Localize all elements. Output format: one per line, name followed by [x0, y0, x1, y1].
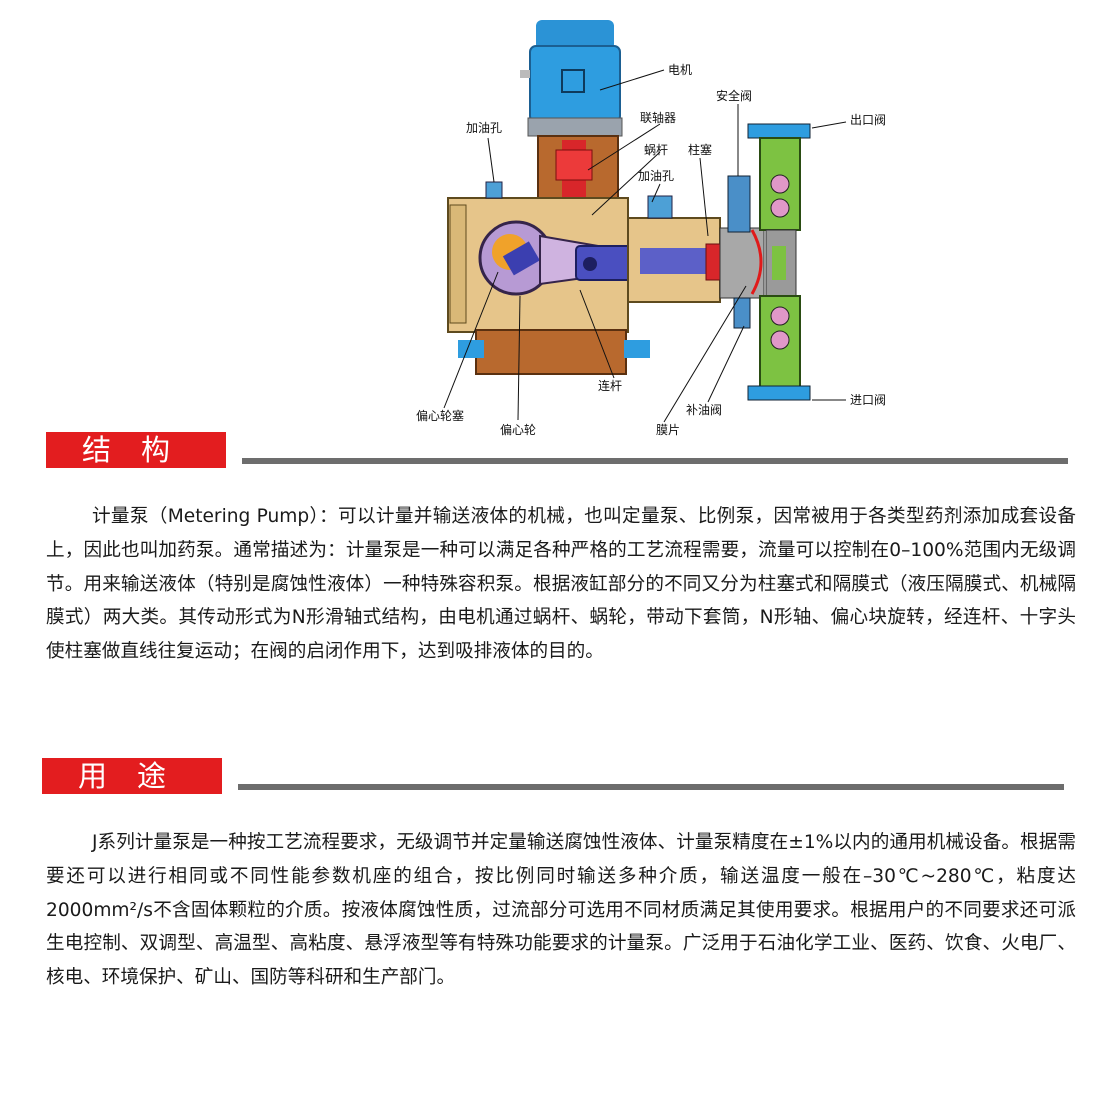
label-oil-hole-left: 加油孔 — [466, 121, 502, 135]
leader-lines — [443, 69, 847, 423]
structure-section-header: 结构 — [46, 432, 1072, 468]
label-outlet-valve: 出口阀 — [850, 113, 886, 127]
usage-section-header: 用途 — [42, 758, 1068, 794]
metering-pump-cutaway-diagram: 电机 加油孔 联轴器 蜗杆 安全阀 柱塞 加油孔 出口阀 连杆 偏心轮塞 偏心轮… — [416, 20, 886, 437]
label-diaphragm: 膜片 — [656, 423, 680, 437]
structure-title: 结构 — [46, 432, 226, 468]
usage-title: 用途 — [42, 758, 222, 794]
structure-paragraph: 计量泵（Metering Pump）：可以计量并输送液体的机械，也叫定量泵、比例… — [46, 506, 1076, 663]
plunger-housing — [627, 175, 765, 329]
label-connecting-rod: 连杆 — [598, 378, 622, 393]
label-worm: 蜗杆 — [644, 142, 668, 157]
usage-divider — [238, 784, 1064, 790]
structure-divider — [242, 458, 1068, 464]
motor-illustration — [520, 20, 623, 137]
usage-paragraph: J系列计量泵是一种按工艺流程要求，无级调节并定量输送腐蚀性液体、计量泵精度在±1… — [46, 832, 1076, 989]
label-oil-hole-mid: 加油孔 — [638, 169, 674, 183]
label-safety-valve: 安全阀 — [716, 88, 752, 103]
label-plunger: 柱塞 — [688, 142, 712, 157]
label-coupling: 联轴器 — [640, 110, 676, 125]
label-eccentric-wheel: 偏心轮 — [500, 422, 536, 437]
label-eccentric-wheel-plug: 偏心轮塞 — [416, 408, 464, 423]
label-inlet-valve: 进口阀 — [850, 393, 886, 407]
label-motor: 电机 — [668, 63, 692, 77]
valve-column — [747, 123, 811, 401]
label-refill-valve: 补油阀 — [686, 403, 722, 417]
